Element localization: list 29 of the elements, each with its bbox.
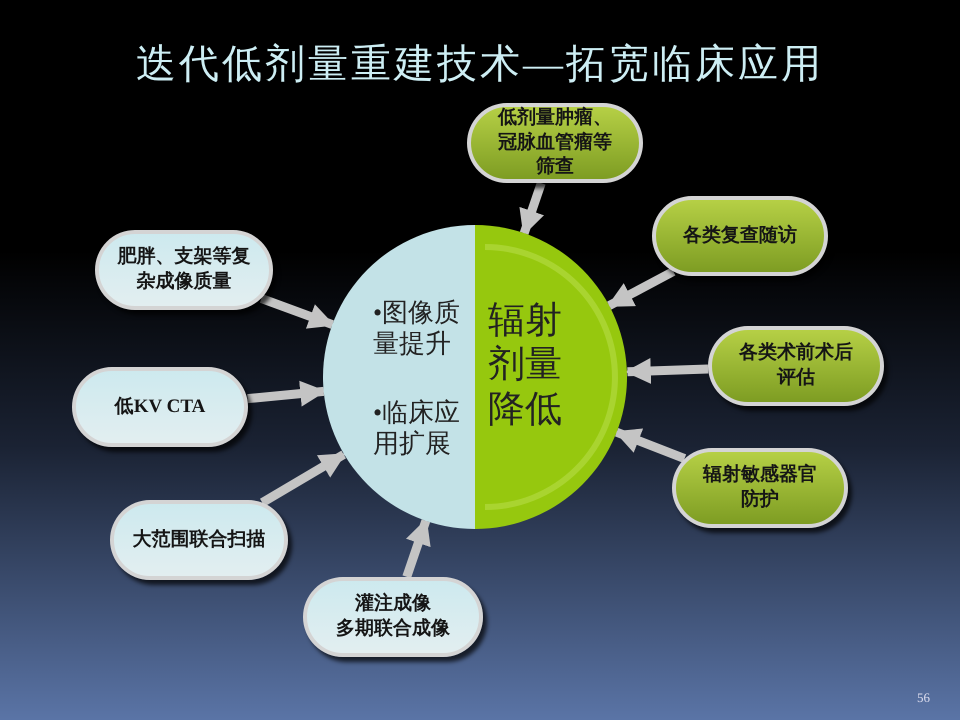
title: 迭代低剂量重建技术—拓宽临床应用 (135, 40, 825, 88)
circle-text: 辐射剂量降低 (488, 299, 563, 432)
pill-text: 辐射敏感器官防护 (702, 463, 818, 512)
arrow (247, 380, 326, 407)
pill-text: 大范围联合扫描 (132, 528, 266, 552)
pill-text: 肥胖、支架等复杂成像质量 (117, 245, 251, 294)
rounded-pill (72, 367, 248, 447)
arrow (624, 358, 708, 384)
rounded-pill (708, 326, 884, 406)
pill-text: 多期联合成像 (336, 617, 450, 641)
pill-text: 各类术前术后评估 (738, 341, 854, 390)
arrow (614, 428, 686, 463)
arrow (606, 267, 676, 310)
arrow (402, 518, 431, 578)
arrow (519, 182, 546, 236)
arrow (260, 450, 346, 506)
page-number: 56 (917, 690, 930, 706)
pill-text: 各类复查随访 (683, 224, 797, 248)
pill-text: 低KV CTA (114, 394, 206, 419)
pill-text: 低剂量肿瘤、冠脉血管瘤等筛查 (496, 106, 613, 180)
pill-text: 灌注成像 (355, 592, 431, 616)
rounded-pill (110, 500, 288, 580)
rounded-pill (303, 577, 483, 657)
split-circle (323, 225, 627, 529)
rounded-pill (672, 448, 848, 528)
circle-text: •临床应用扩展 (373, 397, 462, 460)
rounded-pill (95, 230, 273, 310)
arrow (260, 294, 335, 329)
circle-text: •图像质量提升 (373, 297, 462, 360)
